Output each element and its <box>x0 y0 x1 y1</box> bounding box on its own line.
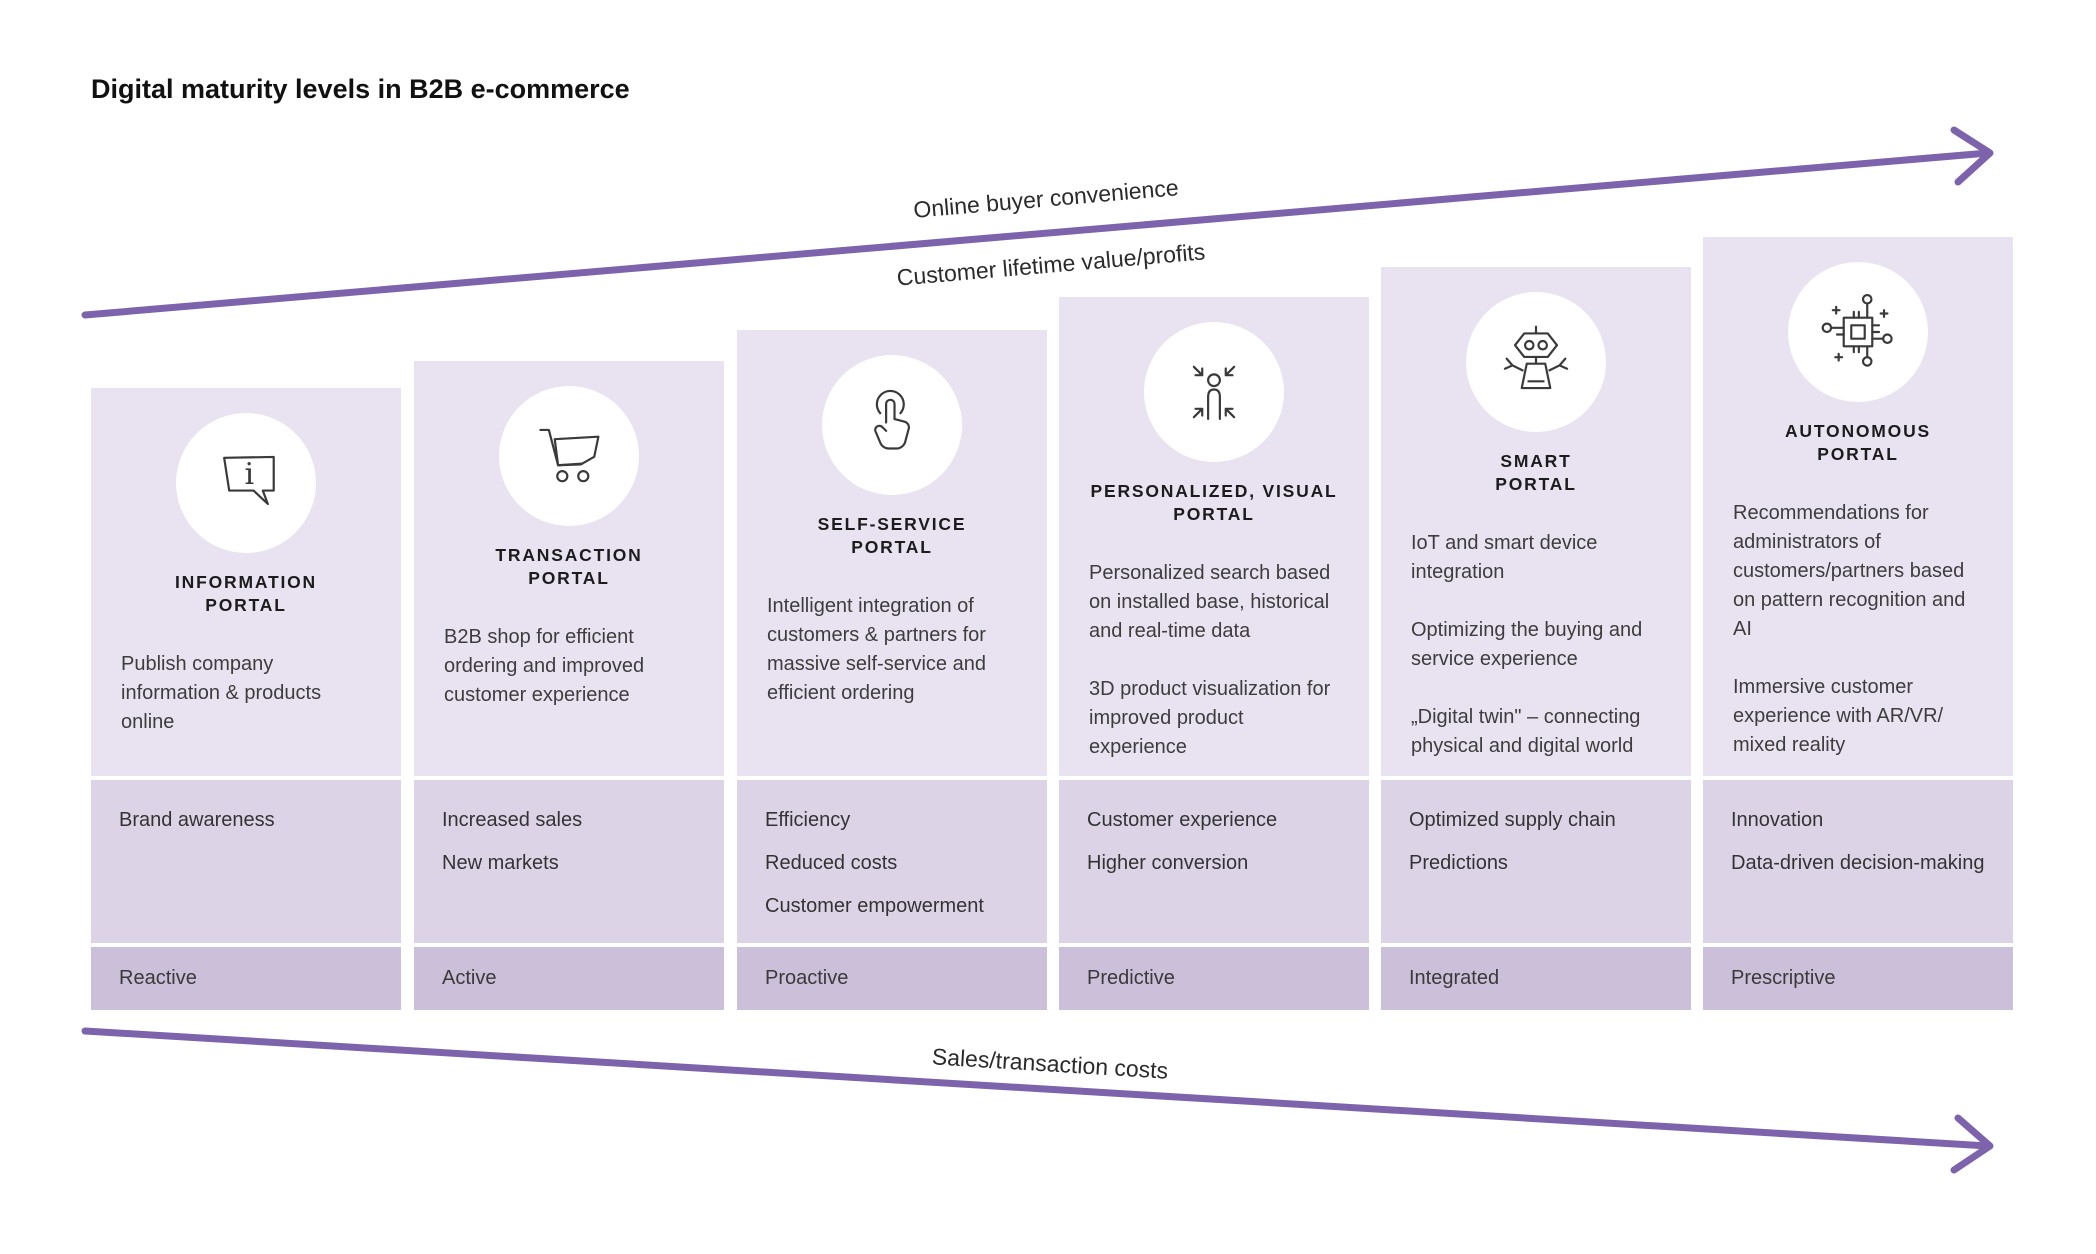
customer-lifetime-value-label: Customer lifetime value/profits <box>895 238 1207 291</box>
benefit-item: Data-driven decision-making <box>1731 852 1985 874</box>
icon-circle <box>822 355 962 495</box>
benefit-item: Increased sales <box>442 809 583 831</box>
maturity-level-badge: Proactive <box>737 947 1047 1010</box>
sales-transaction-costs-label: Sales/transaction costs <box>931 1043 1169 1084</box>
top-arrow-head <box>1950 126 1994 186</box>
portal-description: Personalized search based on installed b… <box>1089 562 1331 642</box>
ai-chip-icon <box>1821 293 1893 367</box>
autonomous-description-panel: AUTONOMOUS PORTAL Recommendations for ad… <box>1703 237 2013 776</box>
column-information-portal: i INFORMATION PORTAL Publish company inf… <box>91 388 401 1010</box>
transaction-description-panel: TRANSACTION PORTAL B2B shop for efficien… <box>414 361 724 776</box>
icon-circle <box>1466 292 1606 432</box>
portal-description: Immersive customer experience with AR/VR… <box>1733 676 1944 756</box>
portal-description: Publish company information & products o… <box>121 653 322 733</box>
smart-benefits-panel: Optimized supply chain Predictions <box>1381 780 1691 943</box>
portal-description: Optimizing the buying and service experi… <box>1411 619 1643 670</box>
benefit-item: Optimized supply chain <box>1409 809 1616 831</box>
autonomous-benefits-panel: Innovation Data-driven decision-making <box>1703 780 2013 943</box>
online-buyer-convenience-label: Online buyer convenience <box>912 174 1180 223</box>
svg-text:i: i <box>245 457 255 492</box>
portal-name: AUTONOMOUS PORTAL <box>1784 421 1931 464</box>
portal-description: B2B shop for efficient ordering and impr… <box>444 626 645 706</box>
benefit-item: New markets <box>442 852 559 874</box>
benefit-item: Higher conversion <box>1087 852 1249 874</box>
icon-circle <box>1788 262 1928 402</box>
portal-description: 3D product visualization for improved pr… <box>1089 678 1331 758</box>
maturity-level-badge: Active <box>414 947 724 1010</box>
personalized-description-panel: PERSONALIZED, VISUAL PORTAL Personalized… <box>1059 297 1369 776</box>
portal-name: SELF-SERVICE PORTAL <box>817 514 967 557</box>
self-service-benefits-panel: Efficiency Reduced costs Customer empowe… <box>737 780 1047 943</box>
personalized-benefits-panel: Customer experience Higher conversion <box>1059 780 1369 943</box>
column-personalized-visual-portal: PERSONALIZED, VISUAL PORTAL Personalized… <box>1059 297 1369 1010</box>
icon-circle: i <box>176 413 316 553</box>
shopping-cart-icon <box>539 428 600 483</box>
benefit-item: Innovation <box>1731 809 1824 831</box>
portal-name: SMART PORTAL <box>1495 451 1577 494</box>
transaction-benefits-panel: Increased sales New markets <box>414 780 724 943</box>
maturity-level-badge: Integrated <box>1381 947 1691 1010</box>
benefit-item: Reduced costs <box>765 852 898 874</box>
column-transaction-portal: TRANSACTION PORTAL B2B shop for efficien… <box>414 361 724 1010</box>
portal-name: INFORMATION PORTAL <box>175 572 317 615</box>
column-autonomous-portal: AUTONOMOUS PORTAL Recommendations for ad… <box>1703 237 2013 1010</box>
benefit-item: Customer experience <box>1087 809 1278 831</box>
information-description-panel: i INFORMATION PORTAL Publish company inf… <box>91 388 401 776</box>
column-self-service-portal: SELF-SERVICE PORTAL Intelligent integrat… <box>737 330 1047 1010</box>
information-benefits-panel: Brand awareness <box>91 780 401 943</box>
tap-hand-icon <box>874 389 910 450</box>
portal-description: „Digital twin" – connecting physical and… <box>1411 706 1641 757</box>
benefit-item: Customer empowerment <box>765 895 984 917</box>
self-service-description-panel: SELF-SERVICE PORTAL Intelligent integrat… <box>737 330 1047 776</box>
smart-description-panel: SMART PORTAL IoT and smart device integr… <box>1381 267 1691 776</box>
page-title: Digital maturity levels in B2B e-commerc… <box>91 74 630 104</box>
bottom-arrow-head <box>1950 1114 1994 1174</box>
info-speech-bubble-icon: i <box>223 455 275 506</box>
benefit-item: Efficiency <box>765 809 851 831</box>
portal-description: Intelligent integration of customers & p… <box>767 595 986 704</box>
person-with-arrows-icon <box>1192 365 1236 420</box>
column-smart-portal: SMART PORTAL IoT and smart device integr… <box>1381 267 1691 1010</box>
icon-circle <box>499 386 639 526</box>
maturity-level-badge: Reactive <box>91 947 401 1010</box>
maturity-level-badge: Predictive <box>1059 947 1369 1010</box>
portal-name: PERSONALIZED, VISUAL PORTAL <box>1090 481 1338 524</box>
bottom-arrow-line <box>81 1027 1992 1150</box>
portal-description: IoT and smart device integration <box>1411 532 1598 583</box>
icon-circle <box>1144 322 1284 462</box>
benefit-item: Brand awareness <box>119 809 275 831</box>
maturity-level-badge: Prescriptive <box>1703 947 2013 1010</box>
portal-name: TRANSACTION PORTAL <box>495 545 643 588</box>
portal-description: Recommendations for administrators of cu… <box>1733 502 1966 640</box>
robot-icon <box>1503 325 1569 390</box>
benefit-item: Predictions <box>1409 852 1508 874</box>
